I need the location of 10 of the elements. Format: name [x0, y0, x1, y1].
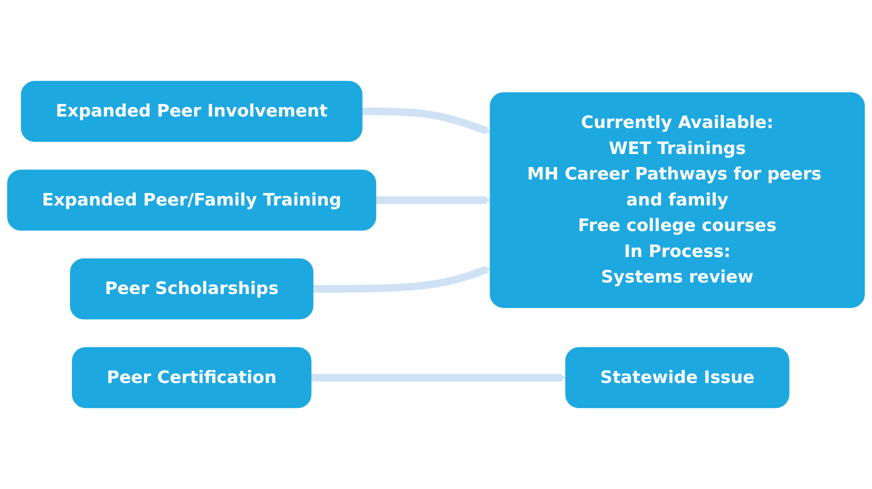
arrow	[312, 266, 491, 293]
arrow	[362, 108, 491, 134]
node-box: Currently Available: WET Trainings MH Career Pathways for peers and family Free college courses In Process: Systems review	[490, 92, 865, 308]
node-box: Statewide Issue	[565, 347, 790, 408]
arrow	[310, 373, 566, 382]
arrow	[376, 196, 491, 204]
node-box: Expanded Peer/Family Training	[7, 170, 376, 231]
node-box: Expanded Peer Involvement	[20, 80, 362, 142]
node-box: Peer Certification	[72, 347, 312, 408]
node-box: Peer Scholarships	[70, 258, 314, 320]
